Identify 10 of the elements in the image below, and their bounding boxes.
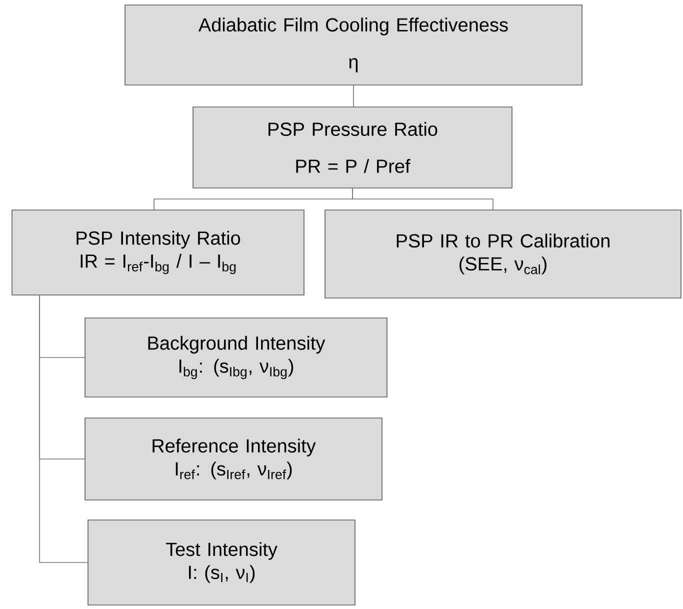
process-box: PSP Intensity Ratio IR = I$_{ref}$-I$_{bg}$ / I – I$_{bg}$	[12, 210, 304, 296]
process-box: Reference Intensity I$_{ref}$: (s$_{Iref}$, ν$_{Iref}$)	[84, 418, 382, 500]
process-box: Test Intensity I: (s$_{I}$, ν$_{I}$)	[88, 520, 356, 606]
process-box: Adiabatic Film Cooling Effectiveness η	[124, 4, 582, 86]
process-box: PSP Pressure Ratio PR = P / Pref	[192, 106, 512, 188]
connector-line	[353, 85, 354, 107]
connector-line	[39, 294, 88, 563]
process-box: Background Intensity I$_{bg}$: (s$_{Ibg}$, ν$_{Ibg}$)	[84, 318, 388, 398]
connector-line	[352, 188, 494, 210]
process-box: PSP IR to PR Calibration (SEE, ν$_{cal}$)	[324, 210, 682, 298]
